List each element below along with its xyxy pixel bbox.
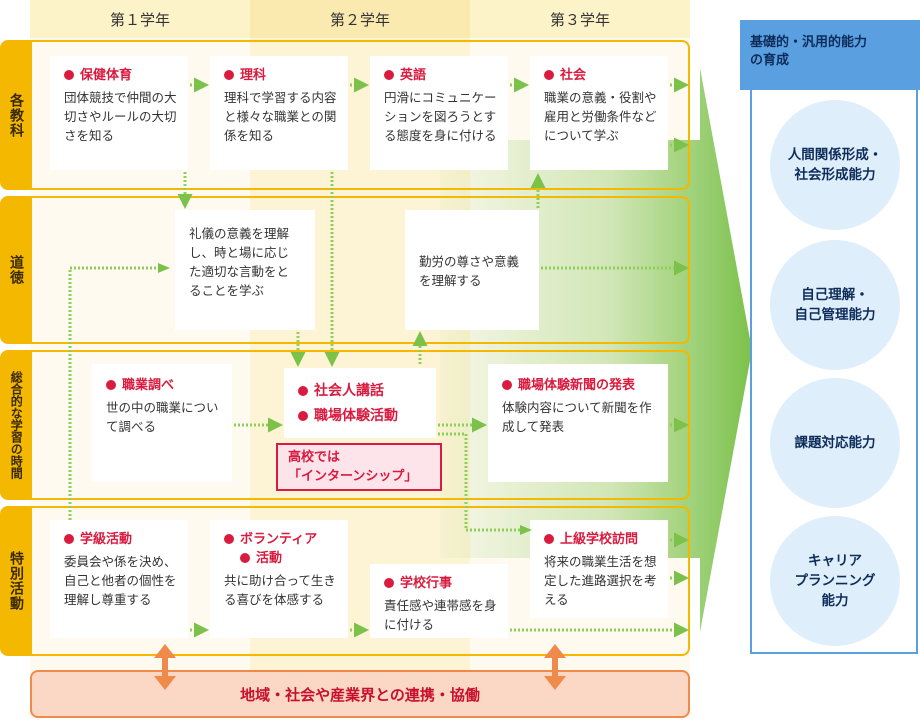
card-volunteer-body: 共に助け合って生きる喜びを体感する [224,573,336,607]
row-tab-integrated: 総合的な学習の時間 [0,350,32,500]
card-volunteer-title-2: 活動 [224,549,338,568]
arrow-class-etiquette [68,266,160,520]
card-etiquette: 礼儀の意義を理解し、時と場に応じた適切な言動をとることを学ぶ [175,210,315,330]
card-research-body: 世の中の職業について調べる [106,400,219,434]
card-research-title: 職業調べ [106,376,222,395]
card-events-title: 学校行事 [384,574,498,593]
ability-header-line-2: の育成 [750,53,790,68]
card-class: 学級活動 委員会や係を決め、自己と他者の個性を理解し尊重する [50,520,188,638]
highschool-note: 高校では 「インターンシップ」 [276,443,442,491]
orange-double-arrow-right [544,644,566,690]
orange-double-arrow-left [154,644,176,690]
card-class-body: 委員会や係を決め、自己と他者の個性を理解し尊重する [64,554,177,607]
row-tab-special: 特別活動 [0,506,32,656]
card-newspaper: 職場体験新聞の発表 体験内容について新聞を作成して発表 [488,364,668,482]
card-science-body: 理科で学習する内容と様々な職業との関係を知る [224,90,337,143]
year-header-1: 第１学年 [30,0,250,38]
ability-career-planning: キャリアプランニング能力 [770,516,900,646]
card-labor: 勤労の尊さや意義を理解する [405,210,539,330]
ability-header-line-1: 基礎的・汎用的能力 [750,35,868,50]
card-social: 社会 職業の意義・役割や雇用と労働条件などについて学ぶ [530,56,668,170]
card-volunteer-title: ボランティア [224,530,338,549]
card-newspaper-title: 職場体験新聞の発表 [502,376,658,395]
highschool-note-line-2: 「インターンシップ」 [288,469,418,484]
arrow-lecture-visit [438,432,522,532]
year-header-3: 第３学年 [470,0,690,38]
row-tab-subjects: 各教科 [0,40,32,190]
card-science-title: 理科 [224,66,338,85]
community-band: 地域・社会や産業界との連携・協働 [30,670,690,718]
card-english-title: 英語 [384,66,498,85]
card-social-title: 社会 [544,66,658,85]
card-lecture: 社会人講話 職場体験活動 [284,368,436,438]
card-pe-title: 保健体育 [64,66,178,85]
card-social-body: 職業の意義・役割や雇用と労働条件などについて学ぶ [544,90,657,143]
card-volunteer: ボランティア 活動 共に助け合って生きる喜びを体感する [210,520,348,638]
ability-self-management: 自己理解・自己管理能力 [770,240,900,370]
card-labor-body: 勤労の尊さや意義を理解する [419,254,520,288]
card-pe: 保健体育 団体競技で仲間の大切さやルールの大切さを知る [50,56,188,170]
ability-relations: 人間関係形成・社会形成能力 [770,100,900,230]
year-header-2: 第２学年 [250,0,470,38]
card-events: 学校行事 責任感や連帯感を身に付ける [370,564,508,638]
card-newspaper-body: 体験内容について新聞を作成して発表 [502,400,652,434]
card-class-title: 学級活動 [64,530,178,549]
card-science: 理科 理科で学習する内容と様々な職業との関係を知る [210,56,348,170]
card-research: 職業調べ 世の中の職業について調べる [92,364,232,482]
card-etiquette-body: 礼儀の意義を理解し、時と場に応じた適切な言動をとることを学ぶ [189,226,290,298]
card-lecture-title-2: 職場体験活動 [298,405,426,427]
row-tab-moral: 道徳 [0,196,32,344]
card-visit-body: 将来の職業生活を想定した進路選択を考える [544,554,657,607]
card-visit-title: 上級学校訪問 [544,530,658,549]
card-pe-body: 団体競技で仲間の大切さやルールの大切さを知る [64,90,177,143]
card-lecture-title-1: 社会人講話 [298,380,426,402]
card-english: 英語 円滑にコミュニケーションを図ろうとする態度を身に付ける [370,56,508,170]
card-events-body: 責任感や連帯感を身に付ける [384,598,497,632]
ability-header: 基礎的・汎用的能力 の育成 [740,20,920,90]
ability-problem-solving: 課題対応能力 [770,378,900,508]
card-visit: 上級学校訪問 将来の職業生活を想定した進路選択を考える [530,520,668,618]
highschool-note-line-1: 高校では [288,450,341,465]
card-english-body: 円滑にコミュニケーションを図ろうとする態度を身に付ける [384,90,497,143]
